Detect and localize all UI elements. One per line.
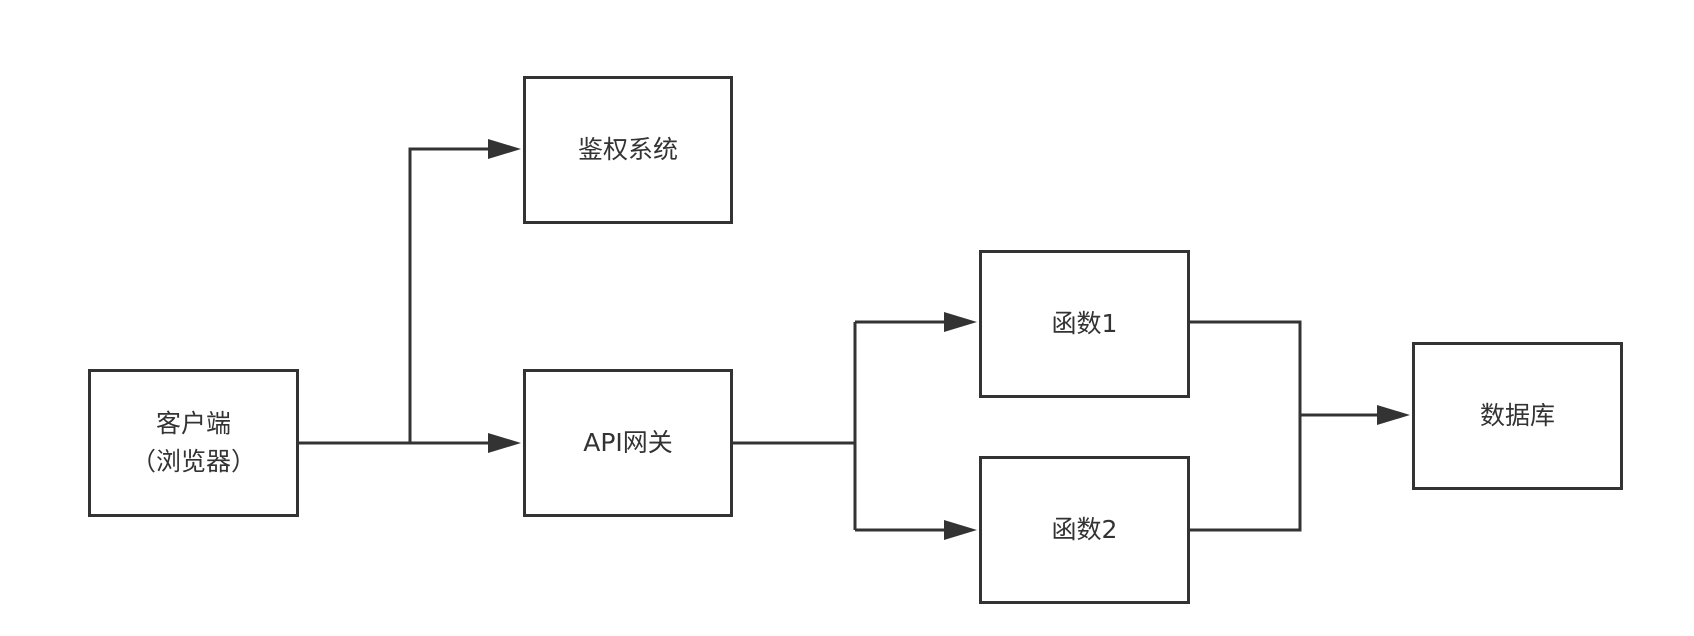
arrowhead-icon — [488, 433, 521, 453]
edge-client-to-auth — [408, 139, 521, 443]
node-function-1: 函数1 — [979, 250, 1190, 398]
node-client: 客户端 （浏览器） — [88, 369, 299, 517]
node-function-2-label: 函数2 — [1051, 515, 1118, 544]
node-auth-system-label: 鉴权系统 — [577, 135, 678, 164]
arrowhead-icon — [1377, 405, 1410, 425]
node-database: 数据库 — [1412, 342, 1623, 490]
node-client-label-line1: 客户端 — [155, 409, 231, 438]
node-database-label: 数据库 — [1479, 401, 1555, 430]
edge-functions-to-database — [1190, 320, 1410, 532]
node-function-1-label: 函数1 — [1051, 309, 1118, 338]
node-api-gateway-label: API网关 — [583, 428, 673, 457]
node-api-gateway: API网关 — [523, 369, 733, 517]
node-auth-system: 鉴权系统 — [523, 76, 733, 224]
arrowhead-icon — [944, 520, 977, 540]
node-client-label-line2: （浏览器） — [130, 447, 256, 476]
arrowhead-icon — [944, 312, 977, 332]
node-function-2: 函数2 — [979, 456, 1190, 604]
edge-client-to-gateway — [299, 433, 521, 453]
edge-gateway-to-func1 — [855, 312, 977, 332]
edge-gateway-trunk — [733, 322, 857, 530]
arrowhead-icon — [488, 139, 521, 159]
edge-gateway-to-func2 — [855, 520, 977, 540]
